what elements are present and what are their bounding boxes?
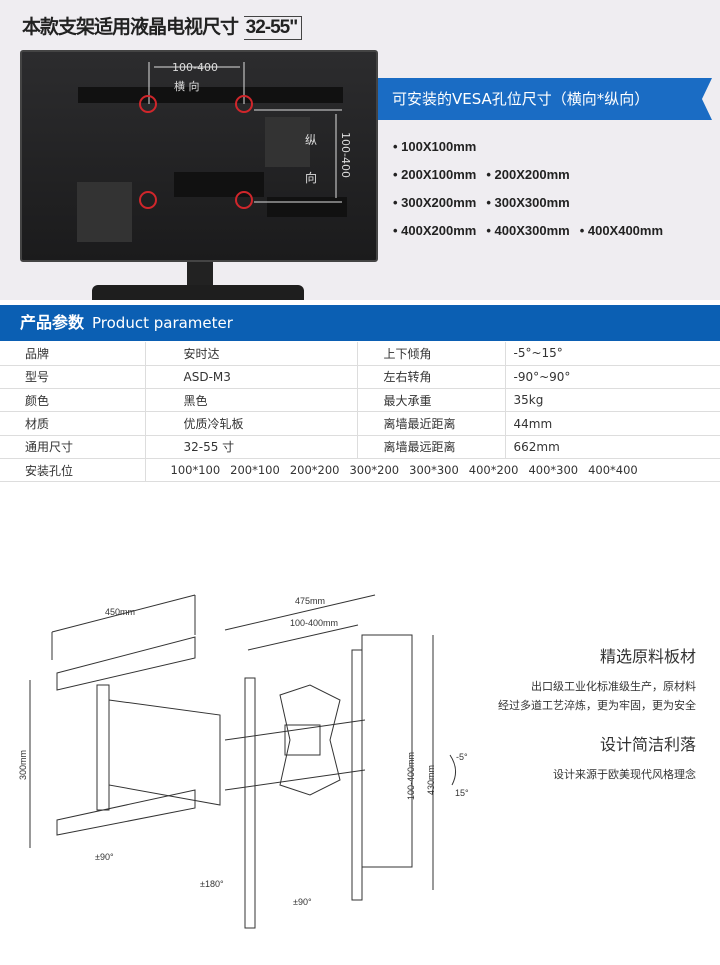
param-value: 32-55 寸: [145, 435, 358, 459]
param-value: 优质冷轧板: [145, 411, 358, 436]
feature-material: 精选原料板材 出口级工业化标准级生产，原材料 经过多道工艺淬炼，更为牢固，更为安…: [498, 643, 696, 715]
rotation-label-swivel: ±90°: [293, 897, 312, 907]
param-value: 44mm: [505, 411, 720, 436]
horizontal-range-label: 100-400: [172, 61, 218, 74]
table-row: 品牌安时达上下倾角-5°~15°: [0, 342, 720, 366]
vertical-label-2: 向: [305, 170, 317, 185]
param-value: 黑色: [145, 388, 358, 413]
tilt-down-label: 15°: [455, 788, 469, 798]
param-label: 品牌: [0, 342, 146, 366]
table-row: 安装孔位 100*100 200*100 200*200 300*200 300*300 4…: [0, 458, 720, 483]
hole-size: 200*200: [289, 463, 340, 478]
tilt-up-label: -5°: [456, 752, 468, 762]
tv-stand: [187, 262, 213, 288]
param-value: 662mm: [505, 435, 720, 459]
plate-range-label: 100-400mm: [290, 618, 338, 628]
hole-size: 300*200: [349, 463, 400, 478]
hole-list: 100*100 200*100 200*200 300*200 300*300 400*2…: [145, 458, 720, 483]
feature-design: 设计简洁利落 设计来源于欧美现代风格理念: [553, 731, 696, 784]
mount-hole-markers: [139, 95, 253, 209]
params-title-cn: 产品参数: [20, 313, 85, 332]
param-value: -90°~90°: [505, 365, 720, 390]
vertical-range-label: 100-400mm: [406, 752, 416, 800]
vesa-size: • 400X200mm: [393, 223, 477, 238]
page-title: 本款支架适用液晶电视尺寸 32-55": [22, 12, 303, 40]
size-range: 32-55": [243, 16, 303, 40]
tv-stand-base: [92, 285, 304, 300]
vertical-label-1: 纵: [305, 133, 317, 147]
vesa-section: 本款支架适用液晶电视尺寸 32-55" 100-400 横 向 纵 向 100-…: [0, 0, 720, 300]
arm-length-label: 450mm: [105, 607, 135, 617]
vesa-size: • 400X400mm: [579, 223, 664, 238]
vesa-title-ribbon: 可安装的VESA孔位尺寸（横向*纵向）: [378, 78, 712, 120]
param-label: 左右转角: [357, 365, 506, 390]
params-title-en: Product parameter: [92, 314, 233, 332]
vesa-size: • 200X100mm: [393, 167, 477, 182]
param-label: 颜色: [0, 388, 146, 413]
param-value: -5°~15°: [505, 342, 720, 366]
title-text: 本款支架适用液晶电视尺寸: [22, 16, 239, 38]
param-label: 安装孔位: [0, 458, 146, 483]
vesa-size: • 400X300mm: [486, 223, 570, 238]
vesa-size: • 200X200mm: [486, 167, 570, 182]
vesa-row: • 100X100mm: [393, 138, 673, 166]
param-value: 安时达: [145, 342, 358, 366]
feature-line: 出口级工业化标准级生产，原材料: [531, 680, 696, 693]
params-header: 产品参数 Product parameter: [0, 305, 720, 341]
mount-diagram: 450mm 475mm 100-400mm 300mm 100-400mm 43…: [18, 594, 469, 929]
param-value: ASD-M3: [145, 365, 358, 390]
vesa-size: • 100X100mm: [393, 139, 477, 154]
param-label: 材质: [0, 411, 146, 436]
vesa-size-list: • 100X100mm • 200X100mm • 200X200mm • 300…: [393, 138, 673, 250]
param-value: 35kg: [505, 388, 720, 413]
param-label: 离墙最远距离: [357, 435, 506, 459]
vesa-row: • 200X100mm • 200X200mm: [393, 166, 673, 194]
param-label: 上下倾角: [357, 342, 506, 366]
hole-size: 400*300: [528, 463, 579, 478]
vesa-row: • 300X200mm • 300X300mm: [393, 194, 673, 222]
depth-label: 475mm: [295, 596, 325, 606]
vertical-range-label: 100-400: [339, 132, 352, 178]
hole-size: 300*300: [409, 463, 459, 478]
feature-title: 设计简洁利落: [599, 735, 696, 754]
plate-height-label: 430mm: [426, 765, 436, 795]
param-label: 离墙最近距离: [357, 411, 506, 436]
rotation-label-plate: ±180°: [200, 879, 224, 889]
param-label: 最大承重: [357, 388, 506, 413]
feature-line: 经过多道工艺淬炼，更为牢固，更为安全: [498, 699, 696, 712]
param-label: 通用尺寸: [0, 435, 146, 459]
arm-height-label: 300mm: [18, 750, 28, 780]
vesa-row: • 400X200mm • 400X300mm • 400X400mm: [393, 222, 673, 250]
param-label: 型号: [0, 365, 146, 390]
hole-size: 200*100: [230, 463, 280, 478]
hole-size: 400*400: [588, 463, 638, 478]
vesa-size: • 300X200mm: [393, 195, 477, 210]
horizontal-label: 横 向: [174, 79, 200, 93]
feature-line: 设计来源于欧美现代风格理念: [553, 768, 696, 781]
rotation-label-arm: ±90°: [95, 852, 114, 862]
hole-size: 400*200: [468, 463, 519, 478]
tv-back-image: 100-400 横 向 纵 向 100-400: [20, 50, 378, 262]
feature-title: 精选原料板材: [599, 647, 696, 666]
hole-size: 100*100: [170, 463, 221, 478]
vesa-size: • 300X300mm: [486, 195, 570, 210]
